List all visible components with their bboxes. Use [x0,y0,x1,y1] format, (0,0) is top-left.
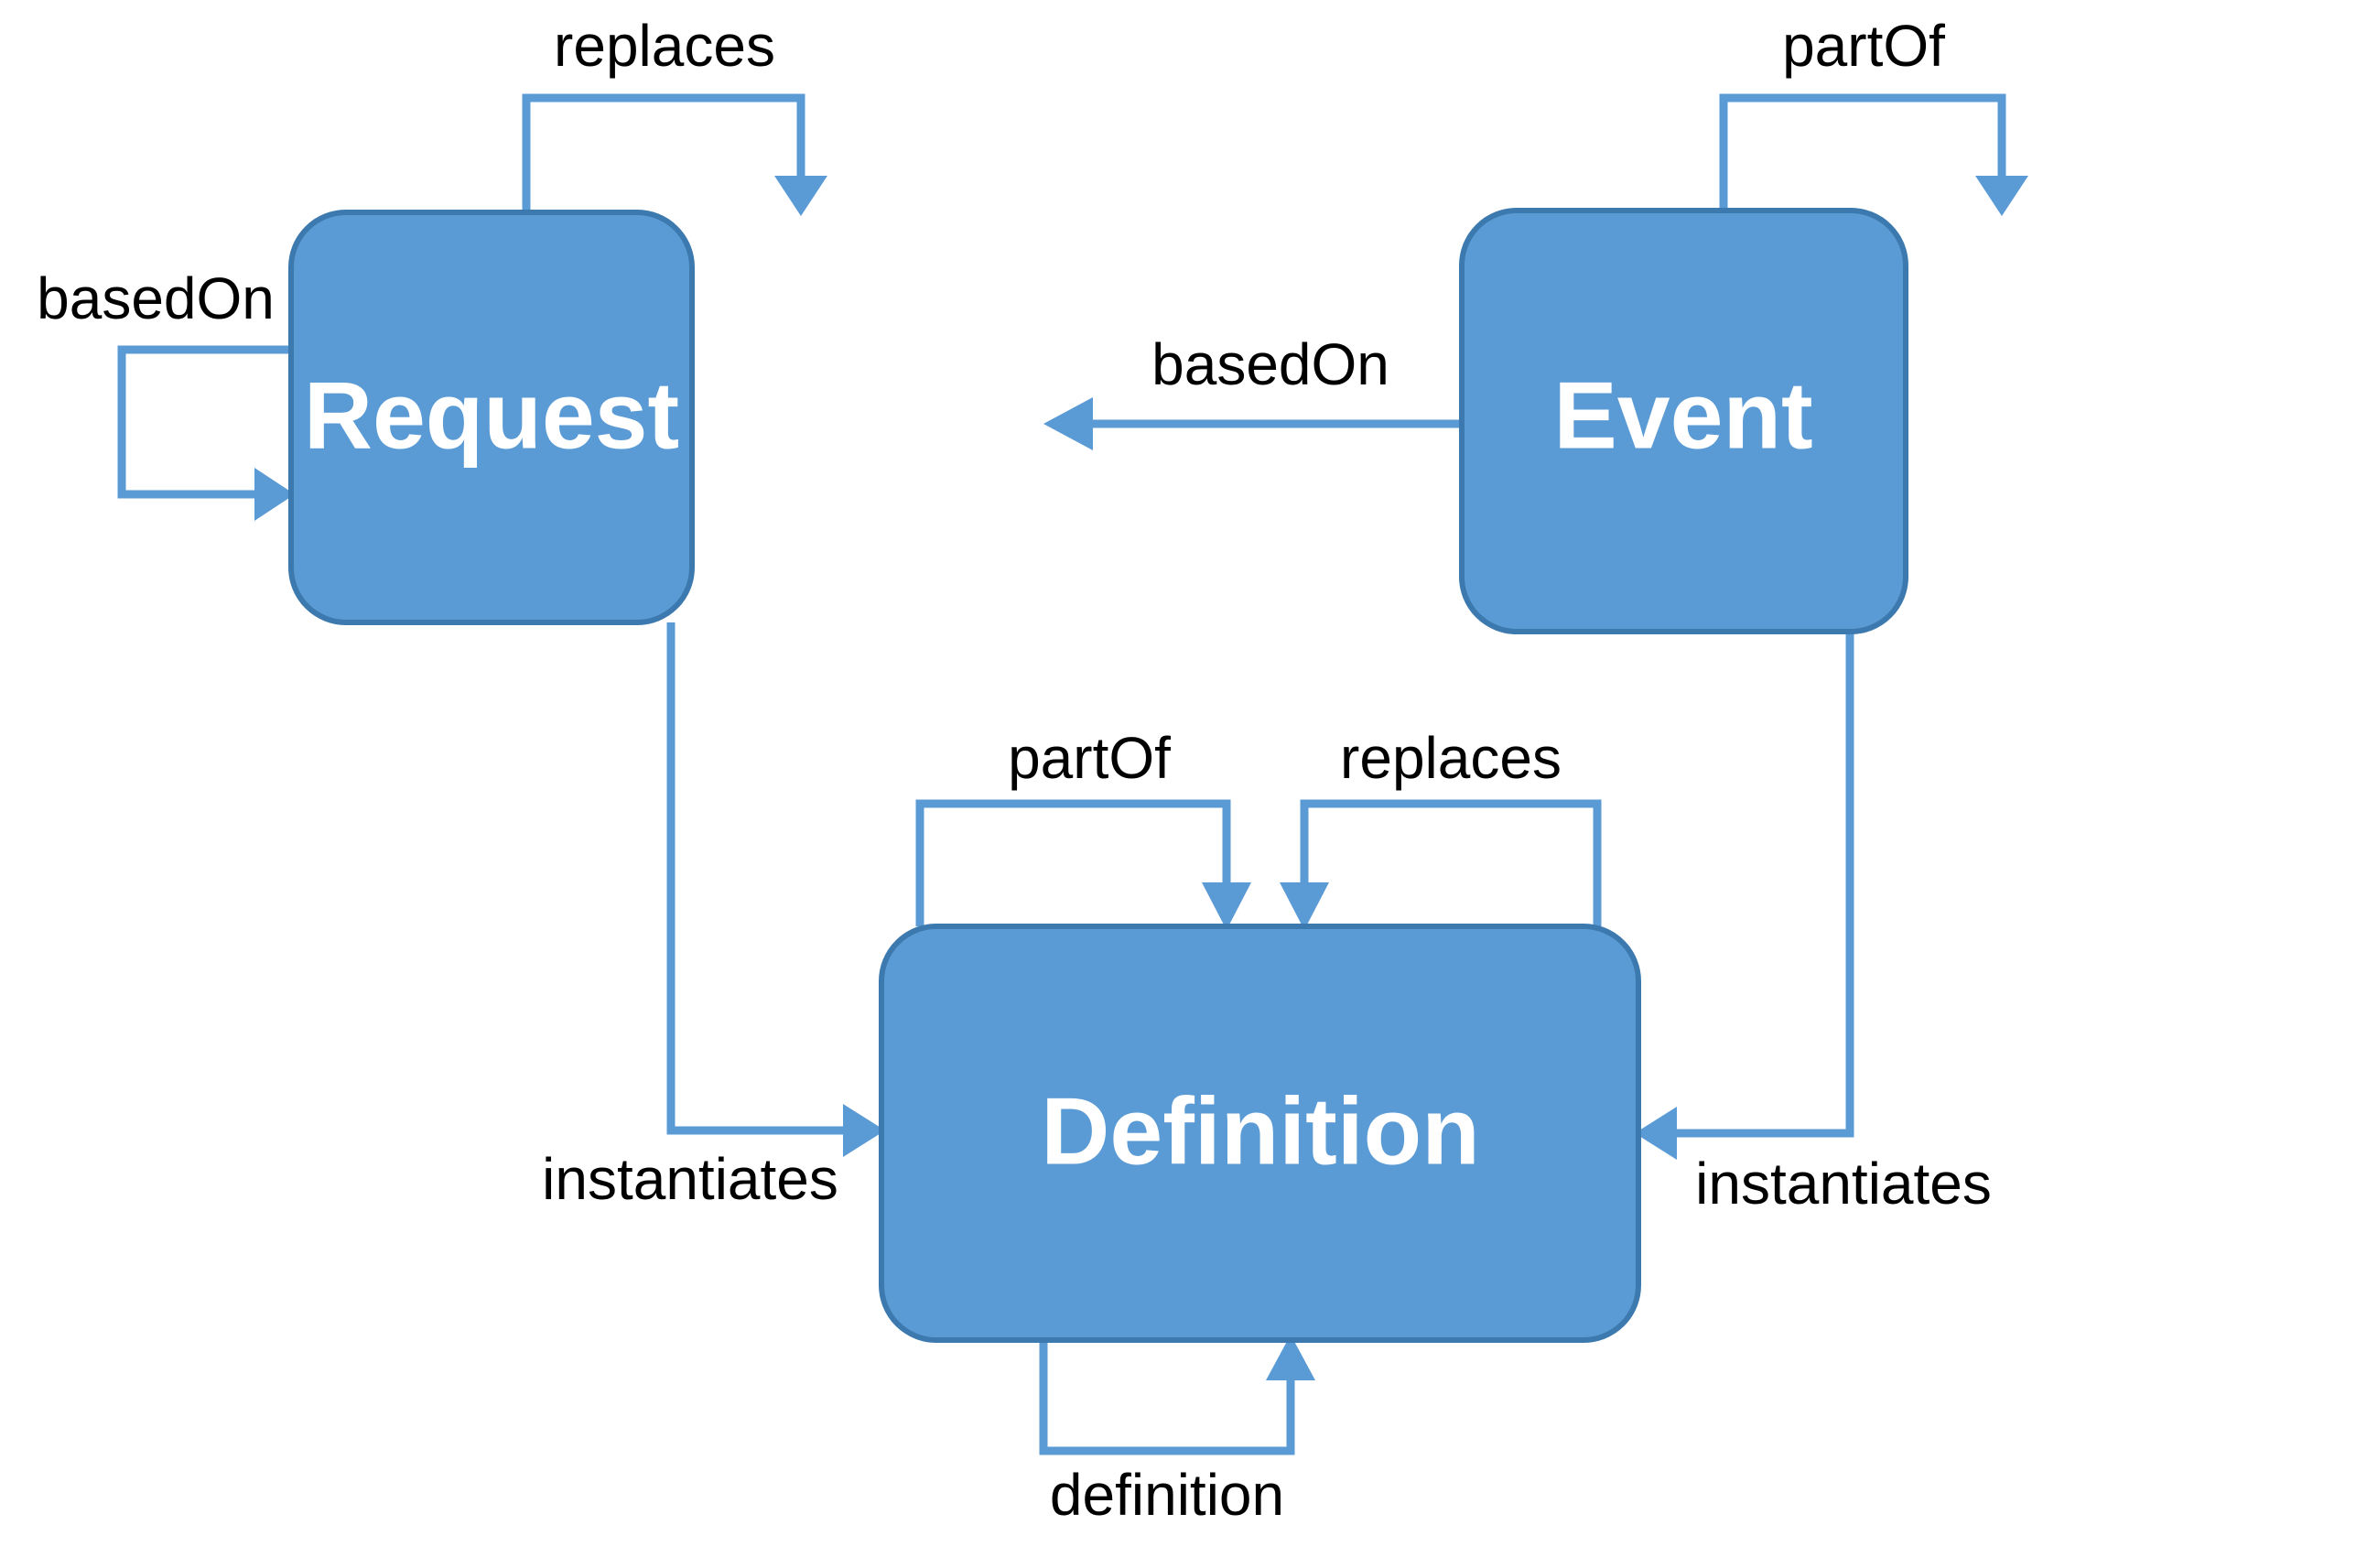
edge-label-event-instantiates: instantiates [1695,1151,1992,1217]
node-request[interactable]: Request [288,210,695,625]
edge-event-instantiates-definition [1635,632,1854,1160]
edge-label-request-basedon: basedOn [37,265,275,331]
edge-request-basedon-self [117,345,295,521]
edge-request-replaces [522,93,827,216]
arrowhead-down-icon [1975,176,2028,216]
arrowhead-left-icon [1043,397,1093,450]
edge-label-event-basedon-request: basedOn [1151,331,1389,397]
node-definition-label: Definition [1041,1078,1479,1184]
node-event-label: Event [1553,362,1812,469]
edge-definition-partof [915,799,1251,930]
edge-line-instantiates-left [666,622,847,1135]
edge-line-partof-event [1719,93,2006,211]
arrowhead-left-icon [1635,1107,1677,1160]
node-definition-shape[interactable] [879,924,1641,1343]
node-definition[interactable]: Definition [879,924,1641,1343]
edge-line-partof-definition [915,799,1231,926]
arrowhead-up-icon [1266,1335,1315,1380]
edge-label-request-replaces: replaces [554,13,775,79]
edge-definition-definition [1039,1335,1315,1455]
arrowhead-down-icon [774,176,827,216]
node-request-shape[interactable] [288,210,695,625]
arrowhead-right-icon [254,468,295,521]
edge-label-event-partof: partOf [1782,13,1945,79]
edge-definition-replaces [1280,799,1602,930]
edge-label-definition-partof: partOf [1008,725,1171,791]
edge-event-partof [1719,93,2028,216]
edge-line-instantiates-right [1673,632,1854,1138]
edge-line-replaces-request [522,93,805,212]
edge-request-instantiates-definition [666,622,885,1157]
arrowhead-down-icon [1280,882,1329,930]
edge-label-definition-definition: definition [1050,1462,1284,1528]
node-request-label: Request [304,362,679,469]
edge-label-request-instantiates: instantiates [542,1146,838,1212]
edge-line-basedon-request [117,345,291,499]
node-event-shape[interactable] [1459,208,1908,634]
arrowhead-down-icon [1202,882,1251,930]
edge-line-definition-self [1039,1340,1295,1455]
edge-label-definition-replaces: replaces [1340,725,1562,791]
node-event[interactable]: Event [1459,208,1908,634]
edge-line-replaces-definition [1300,799,1602,926]
edge-event-basedon-request [1043,397,1462,450]
arrowhead-right-icon [843,1104,885,1157]
